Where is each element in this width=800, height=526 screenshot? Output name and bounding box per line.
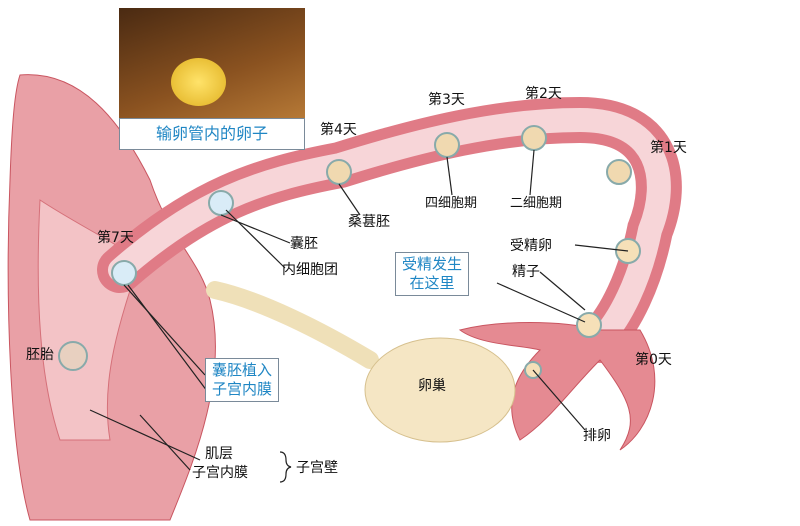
label-two-cell: 二细胞期 xyxy=(510,196,563,211)
zygote-day1 xyxy=(606,159,632,185)
inset-egg-in-tube: 输卵管内的卵子 xyxy=(119,8,305,150)
label-embryo: 胚胎 xyxy=(26,347,54,363)
label-day4: 第4天 xyxy=(320,122,357,138)
label-blastocyst: 囊胚 xyxy=(290,236,318,252)
morula xyxy=(326,159,352,185)
label-inner-cell-mass: 内细胞团 xyxy=(282,262,338,278)
two-cell xyxy=(521,125,547,151)
ovarian-ligament xyxy=(206,281,379,369)
embryo xyxy=(58,341,88,371)
ovary xyxy=(364,337,516,443)
callout-implantation-line2: 子宫内膜 xyxy=(212,380,273,398)
callout-fertilization: 受精发生 在这里 xyxy=(395,252,470,296)
label-ovary: 卵巢 xyxy=(418,378,446,394)
label-day0: 第0天 xyxy=(635,352,672,368)
callout-fertilization-line1: 受精发生 xyxy=(402,255,463,273)
fertilized-egg xyxy=(576,312,602,338)
label-morula: 桑葚胚 xyxy=(348,214,390,230)
label-zygote: 受精卵 xyxy=(510,238,552,254)
label-day2: 第2天 xyxy=(525,86,562,102)
blastocyst xyxy=(208,190,234,216)
label-endometrium: 子宫内膜 xyxy=(192,465,248,481)
label-day1: 第1天 xyxy=(650,140,687,156)
label-day3: 第3天 xyxy=(428,92,465,108)
label-muscle-layer: 肌层 xyxy=(205,446,233,462)
callout-implantation: 囊胚植入 子宫内膜 xyxy=(205,358,280,402)
label-day7: 第7天 xyxy=(97,230,134,246)
inset-caption: 输卵管内的卵子 xyxy=(119,118,305,150)
fimbriae xyxy=(458,322,656,451)
callout-fertilization-line2: 在这里 xyxy=(409,274,455,292)
egg-cell xyxy=(171,58,226,106)
blastocyst-day7 xyxy=(111,260,137,286)
label-uterine-wall: 子宫壁 xyxy=(296,460,338,476)
label-sperm: 精子 xyxy=(512,264,540,280)
label-four-cell: 四细胞期 xyxy=(425,196,478,211)
label-ovulation: 排卵 xyxy=(583,428,611,444)
callout-implantation-line1: 囊胚植入 xyxy=(212,361,273,379)
four-cell xyxy=(434,132,460,158)
